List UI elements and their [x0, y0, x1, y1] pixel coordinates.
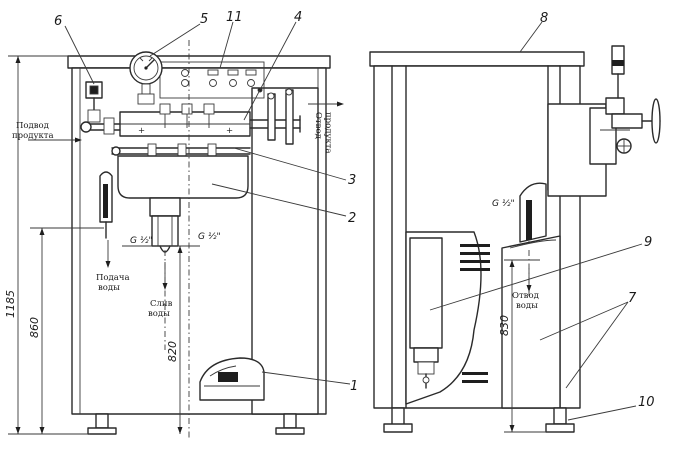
side-top-cover: [369, 51, 585, 67]
crank-bar: [111, 143, 251, 159]
side-dimensions: [504, 259, 560, 433]
label-water-drain-1: Слив: [150, 299, 173, 309]
label-product-outlet-1: Отвод: [313, 112, 323, 139]
callout-9: 9: [644, 235, 652, 250]
callout-3: 3: [348, 173, 356, 188]
motor-housing: [199, 357, 265, 401]
dimension-values: 1185 860 820 830: [4, 290, 511, 362]
product-inlet-pipe: [80, 117, 121, 135]
dim-water-inlet-height: 860: [28, 317, 41, 338]
callout-8: 8: [540, 11, 548, 26]
callout-6: 6: [54, 14, 62, 29]
label-water-drain-2: воды: [148, 309, 170, 319]
leader-lines: [64, 21, 643, 421]
dim-water-drain-height: 820: [166, 341, 179, 362]
front-view: + +: [67, 40, 331, 440]
pressure-gauge: [129, 51, 163, 105]
side-pump-head: [547, 45, 661, 197]
label-product-outlet-2: продукта: [323, 112, 333, 154]
fitting-side: G ½": [492, 199, 515, 209]
side-view: [369, 45, 661, 433]
vent-slots: [460, 244, 490, 383]
flow-labels: Подвод продукта Отвод продукта Подача во…: [12, 112, 539, 319]
label-water-outlet-1: Отвод: [512, 291, 539, 301]
label-water-inlet-2: воды: [98, 283, 120, 293]
pump-head: + +: [119, 103, 251, 137]
fitting-labels: G ½" G ½" G ½": [130, 199, 515, 246]
callout-10: 10: [638, 395, 655, 410]
callout-4: 4: [294, 10, 302, 25]
water-sight-glass: [99, 171, 113, 239]
label-product-inlet-1: Подвод: [16, 121, 49, 131]
label-product-inlet-2: продукта: [12, 131, 54, 141]
indicator-lamps: [181, 69, 263, 93]
product-outlet-pipe: [249, 88, 301, 145]
side-feet: [383, 407, 575, 433]
callout-1: 1: [350, 379, 358, 394]
front-dimensions: [8, 55, 200, 435]
callout-2: 2: [348, 211, 356, 226]
label-water-inlet-1: Подача: [96, 273, 130, 283]
callouts: 6 5 11 4 3 2 1 8 9 7 10: [54, 10, 655, 410]
water-filter: [149, 197, 181, 253]
svg-text:+: +: [226, 126, 233, 136]
inlet-valve: [85, 81, 103, 123]
side-column: [409, 237, 443, 389]
callout-11: 11: [226, 10, 243, 25]
crankcase: [117, 155, 249, 199]
instrument-panel: [159, 61, 265, 99]
fitting-front-left: G ½": [130, 236, 153, 246]
front-feet: [87, 413, 305, 435]
flow-arrows: [28, 101, 344, 143]
svg-text:+: +: [138, 126, 145, 136]
callout-5: 5: [200, 12, 208, 27]
dim-overall-height: 1185: [4, 290, 17, 318]
dim-water-outlet-height: 830: [498, 315, 511, 336]
fitting-front-right: G ½": [198, 232, 221, 242]
callout-7: 7: [628, 291, 637, 306]
label-water-outlet-2: воды: [516, 301, 538, 311]
